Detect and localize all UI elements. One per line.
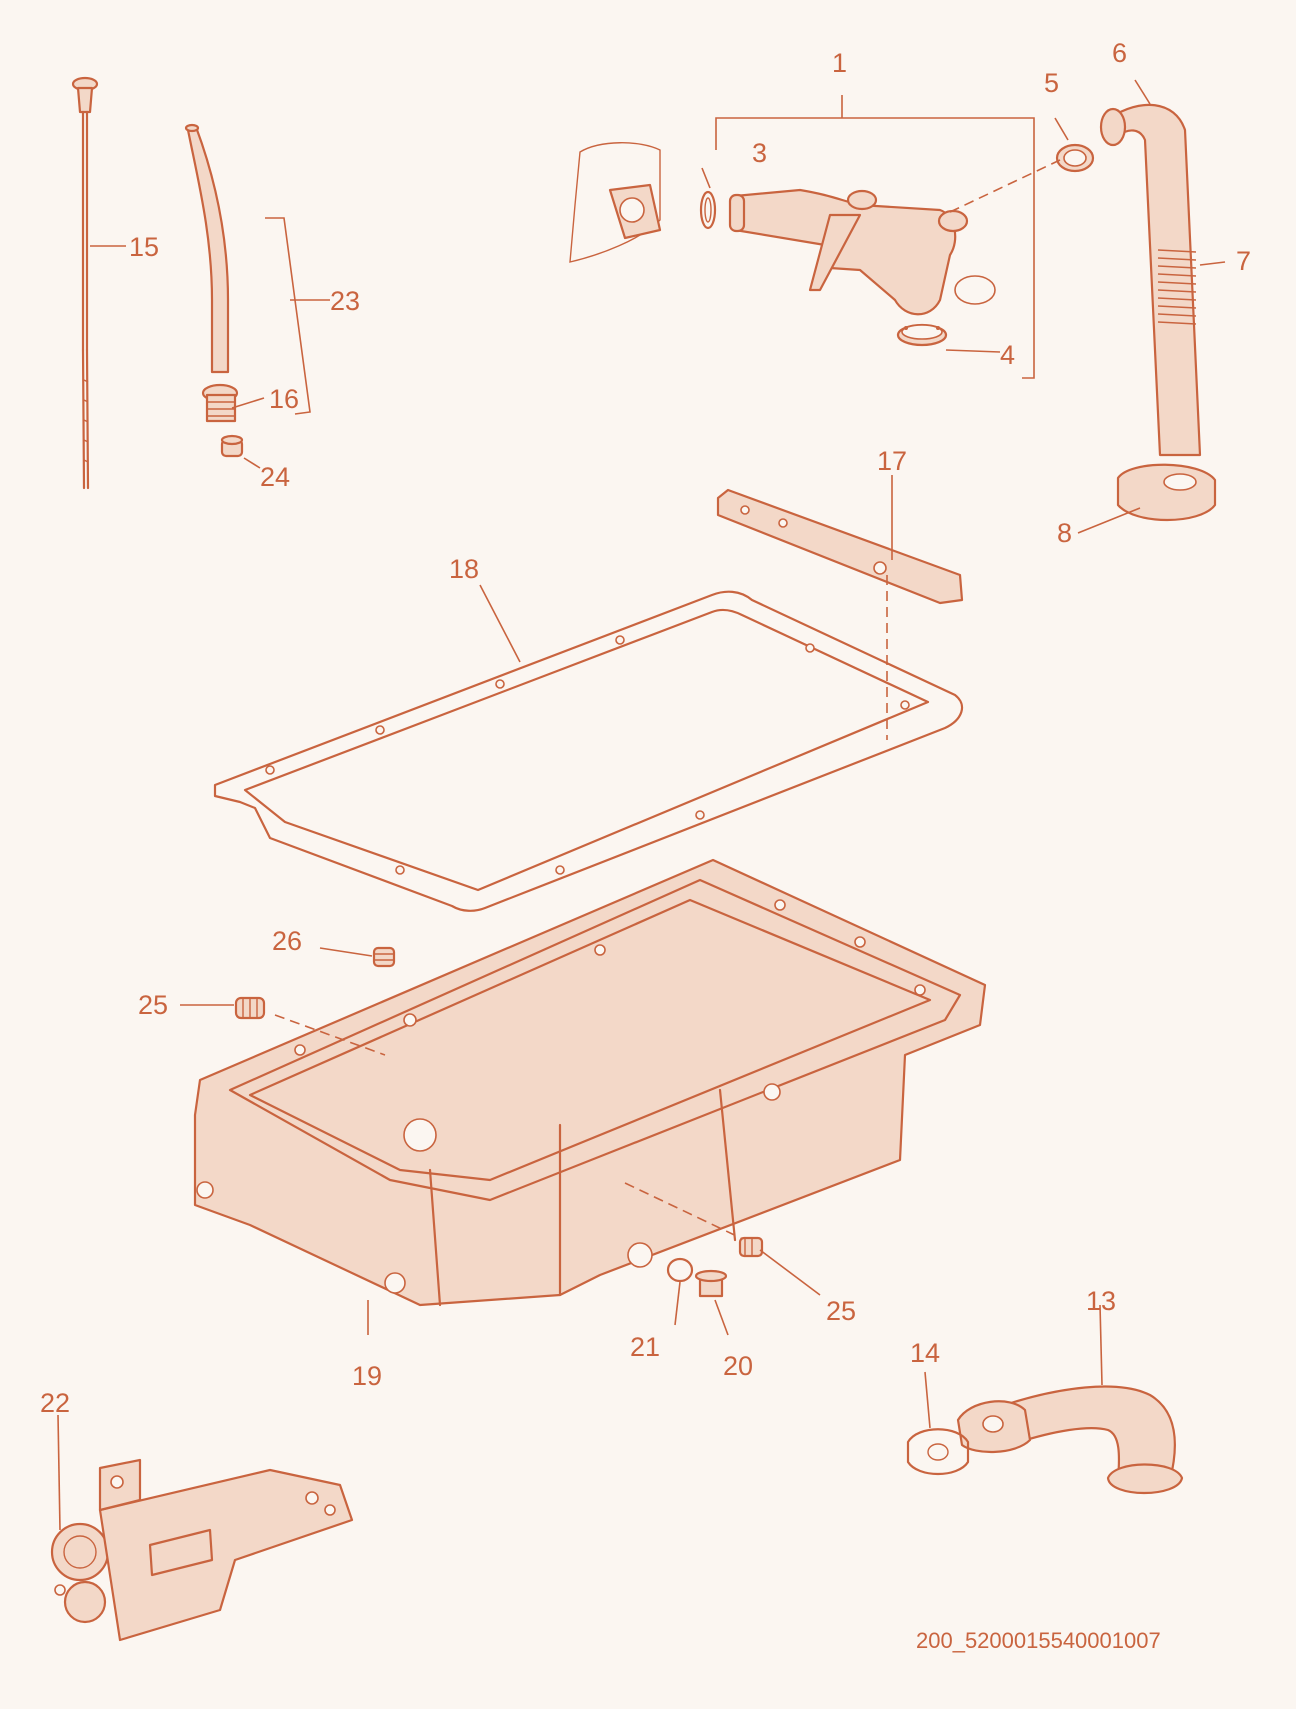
callout-26: 26: [272, 926, 302, 956]
baffle-plate: [716, 488, 964, 605]
o-ring: [699, 190, 717, 230]
vent-pipe: [1099, 103, 1202, 457]
sealing-ring: [220, 434, 244, 458]
callout-1: 1: [832, 48, 847, 78]
callout-5: 5: [1044, 68, 1059, 98]
callout-15: 15: [129, 232, 159, 262]
clamp-ring: [896, 323, 948, 347]
callout-25-left: 25: [138, 990, 168, 1020]
callout-21: 21: [630, 1332, 660, 1362]
plug-right: [738, 1236, 764, 1258]
breather-assembly: [569, 142, 996, 316]
callout-7: 7: [1236, 246, 1251, 276]
reference-code: 200_5200015540001007: [916, 1628, 1161, 1653]
callout-6: 6: [1112, 38, 1127, 68]
hose-clip: [1055, 143, 1095, 173]
oil-pan: [193, 858, 987, 1307]
tube-adapter: [201, 383, 239, 423]
callout-25-right: 25: [826, 1296, 856, 1326]
dipstick: [71, 76, 99, 490]
callout-20: 20: [723, 1351, 753, 1381]
suction-pipe: [956, 1385, 1184, 1494]
callout-3: 3: [752, 138, 767, 168]
callout-4: 4: [1000, 340, 1015, 370]
callout-18: 18: [449, 554, 479, 584]
spring: [1157, 249, 1197, 325]
pipe-flange: [1116, 463, 1217, 521]
plug-top: [372, 946, 396, 968]
callout-24: 24: [260, 462, 290, 492]
callout-17: 17: [877, 446, 907, 476]
plug-left: [234, 996, 266, 1020]
callout-19: 19: [352, 1361, 382, 1391]
oil-pan-gasket: [213, 590, 964, 912]
callout-13: 13: [1086, 1286, 1116, 1316]
callout-8: 8: [1057, 518, 1072, 548]
drain-seal: [666, 1257, 694, 1283]
dipstick-tube: [184, 123, 230, 374]
flange-gasket: [906, 1428, 970, 1475]
callout-22: 22: [40, 1388, 70, 1418]
callout-23: 23: [330, 286, 360, 316]
callout-16: 16: [269, 384, 299, 414]
callout-14: 14: [910, 1338, 940, 1368]
drain-plug: [694, 1269, 728, 1298]
oil-pump: [50, 1458, 354, 1642]
